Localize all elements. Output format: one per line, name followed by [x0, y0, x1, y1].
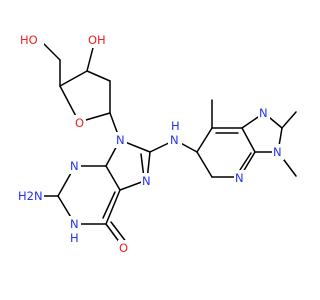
carbonyl-oxygen-label: O: [119, 241, 128, 255]
linker-nitrogen-label: N: [170, 133, 179, 147]
molecule-structure-diagram: HO OH O N N H N N N H H2N O N N N: [16, 31, 297, 256]
bond: [105, 189, 121, 225]
hydroxyl-label-ho: HO: [20, 33, 38, 47]
purine-n1-label: N: [70, 217, 79, 231]
bond: [110, 221, 128, 244]
purine-n3-label: N: [70, 159, 79, 173]
ring-oxygen-label: O: [75, 116, 84, 130]
amino-label: H2N: [18, 189, 43, 203]
hydroxyl-label-oh: OH: [88, 33, 106, 47]
bond: [86, 70, 111, 82]
pyrido-n-right-label: N: [273, 145, 282, 159]
pyridine-n-bottom-label: N: [235, 171, 244, 185]
imidazole-bridge-n-label: N: [259, 106, 268, 120]
linker-h-label: H: [171, 119, 180, 133]
bond: [105, 165, 121, 191]
atom-labels: HO OH O N N H N N N H H2N O N N N: [16, 31, 284, 256]
purine-n1-h-label: H: [70, 231, 79, 245]
bond: [281, 111, 297, 129]
bond: [241, 127, 256, 153]
bond: [102, 191, 116, 219]
bond: [237, 152, 252, 174]
bond: [196, 127, 213, 153]
purine-n7-label: N: [142, 174, 151, 188]
bond: [196, 151, 213, 178]
bonds: [31, 39, 297, 248]
purine-n9-label: N: [116, 133, 125, 147]
bond: [59, 70, 88, 87]
